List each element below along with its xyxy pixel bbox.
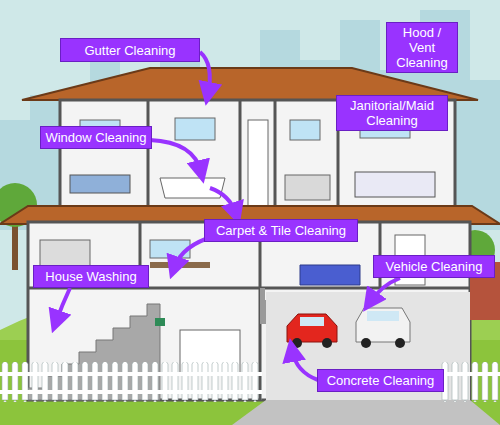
callout-box: Carpet & Tile Cleaning (204, 219, 358, 242)
wheel (395, 338, 405, 348)
leader-arrow (210, 188, 236, 214)
callout-box: House Washing (33, 265, 149, 288)
callout-label: Window Cleaning (45, 130, 146, 145)
leader-arrow (370, 278, 400, 302)
city-skyline (0, 10, 500, 230)
wheel (361, 338, 371, 348)
garage (266, 292, 470, 400)
callout-label: Hood / Vent Cleaning (391, 25, 453, 70)
white-car (356, 308, 410, 348)
leader-arrow (56, 288, 70, 322)
window (290, 120, 320, 140)
callout-label: Gutter Cleaning (84, 43, 175, 58)
car-body (287, 314, 337, 342)
callout-label: Concrete Cleaning (327, 373, 435, 388)
door (248, 120, 268, 208)
car-window (367, 311, 399, 321)
leader-arrow (150, 140, 201, 172)
wheel (292, 338, 302, 348)
wheel (322, 338, 332, 348)
car-body (356, 308, 410, 342)
wall (147, 100, 150, 210)
wall (274, 100, 277, 210)
callout-box: Concrete Cleaning (317, 369, 444, 392)
bed (355, 172, 435, 197)
callout-box: Hood / Vent Cleaning (386, 22, 458, 73)
callout-label: Janitorial/Maid Cleaning (341, 98, 443, 128)
wall (239, 100, 242, 210)
callout-label: Carpet & Tile Cleaning (216, 223, 346, 238)
fence-rail (0, 372, 262, 376)
crib (285, 175, 330, 200)
callout-box: Janitorial/Maid Cleaning (336, 95, 448, 131)
fence-rail (440, 372, 500, 376)
fence-rail (0, 390, 262, 394)
window (150, 240, 190, 258)
red-car (287, 314, 337, 348)
car-window (300, 317, 324, 326)
leader-arrow (292, 350, 318, 380)
callout-label: House Washing (45, 269, 136, 284)
callout-label: Vehicle Cleaning (386, 259, 483, 274)
callout-box: Window Cleaning (40, 126, 152, 149)
picket-fence (0, 362, 262, 402)
bed (70, 175, 130, 193)
picket-fence (440, 362, 500, 402)
callout-box: Gutter Cleaning (60, 38, 200, 62)
leader-arrow (200, 52, 210, 94)
callout-box: Vehicle Cleaning (373, 255, 495, 278)
sofa (300, 265, 360, 285)
plant (155, 318, 165, 326)
driveway (232, 400, 500, 425)
window (175, 118, 215, 140)
table (150, 262, 210, 268)
